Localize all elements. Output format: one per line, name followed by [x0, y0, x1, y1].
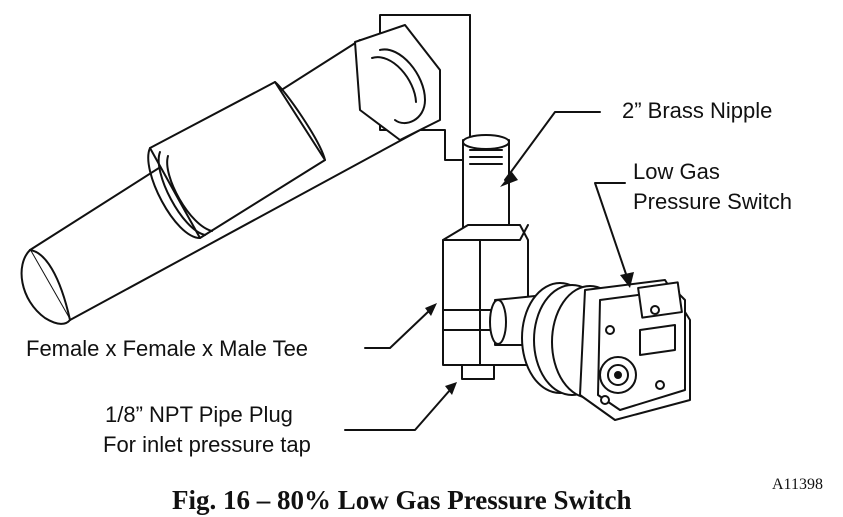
- plug-label-line2: For inlet pressure tap: [103, 432, 311, 457]
- low-gas-pressure-switch: [521, 279, 691, 421]
- tee-label: Female x Female x Male Tee: [26, 336, 309, 361]
- pipe-elbow: [354, 14, 471, 161]
- leader-lines: [344, 111, 629, 431]
- plug-label-line1: 1/8” NPT Pipe Plug: [105, 402, 293, 427]
- tee-fitting: [442, 224, 529, 380]
- switch-label-line1: Low Gas: [633, 159, 720, 184]
- leader-arrowheads: [425, 172, 634, 395]
- brass-nipple-label: 2” Brass Nipple: [622, 98, 773, 123]
- figure-code: A11398: [772, 476, 823, 493]
- figure-caption: Fig. 16 – 80% Low Gas Pressure Switch: [172, 485, 632, 515]
- brass-nipple: [462, 134, 510, 236]
- switch-label-line2: Pressure Switch: [633, 189, 792, 214]
- main-gas-pipe: [20, 39, 421, 325]
